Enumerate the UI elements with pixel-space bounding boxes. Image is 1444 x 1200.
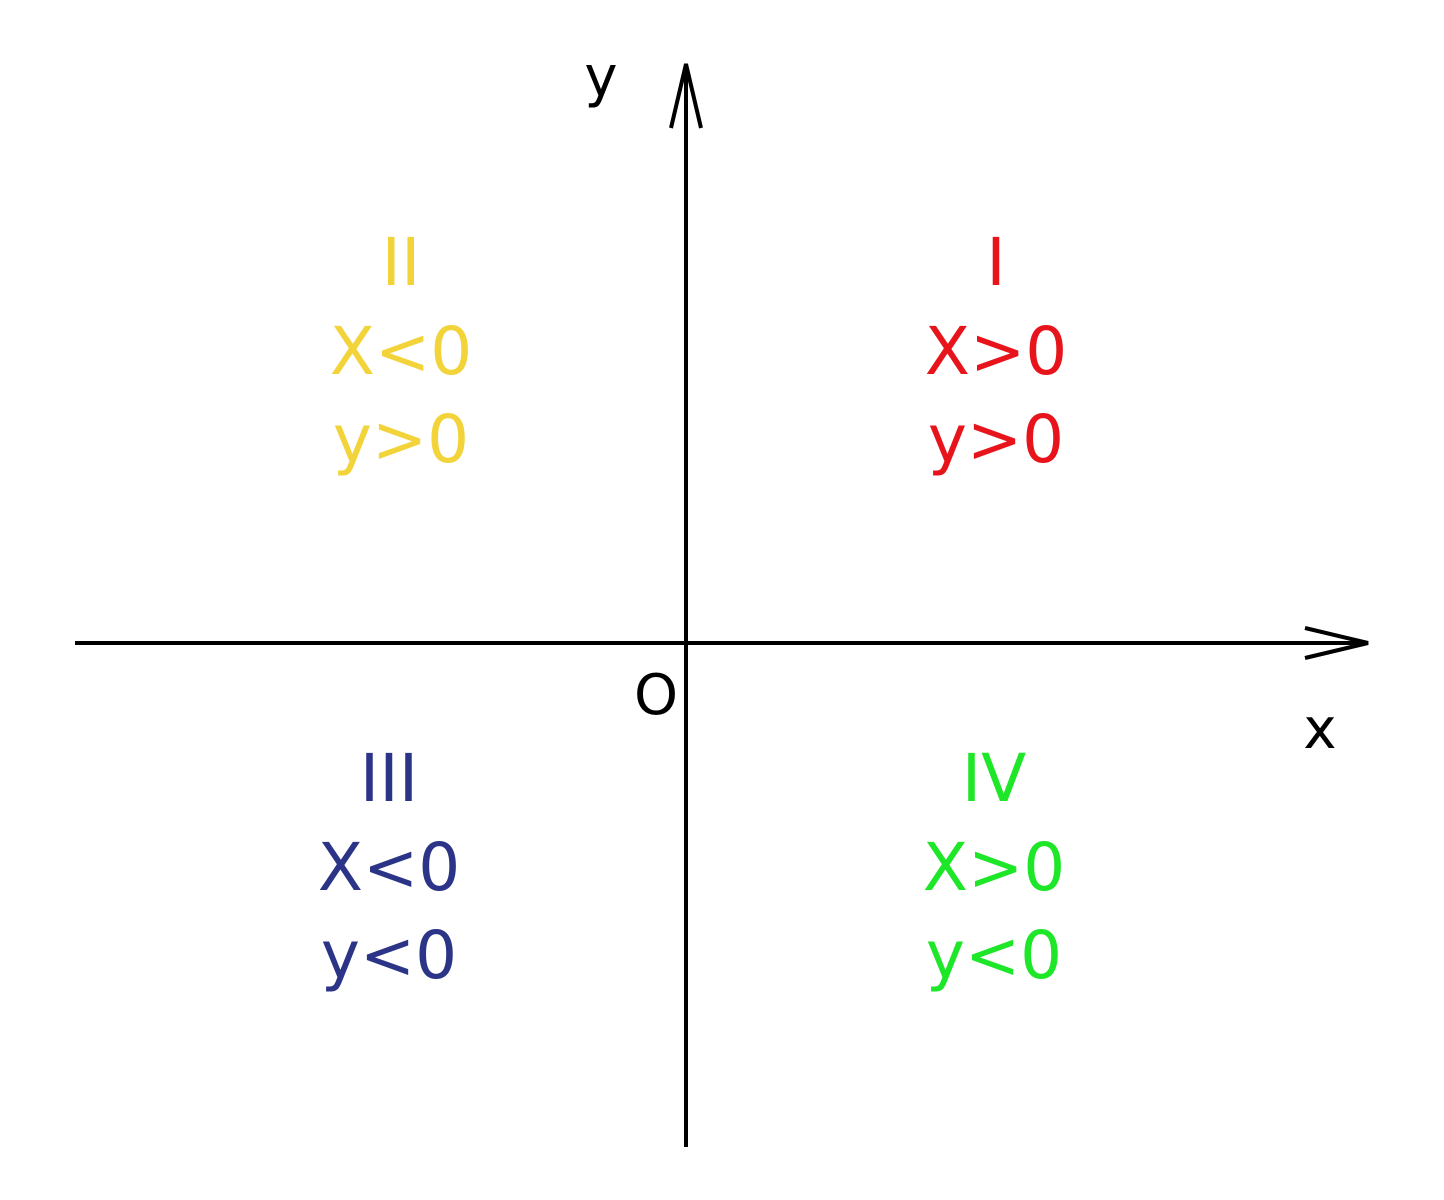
quadrant-ii-y-condition: y>0 xyxy=(333,401,469,478)
quadrant-i: I X>0 y>0 xyxy=(925,224,1068,478)
y-axis-arrowhead xyxy=(669,63,703,129)
quadrant-iv-x-condition: X>0 xyxy=(923,829,1066,906)
quadrant-i-y-condition: y>0 xyxy=(928,401,1064,478)
y-axis-label: y xyxy=(584,45,617,110)
quadrant-ii-numeral: II xyxy=(382,224,421,301)
quadrant-iv-numeral: IV xyxy=(962,740,1027,817)
origin-label: O xyxy=(634,663,678,728)
x-axis-arrowhead xyxy=(1304,626,1369,660)
quadrant-iii-x-condition: X<0 xyxy=(318,829,461,906)
quadrant-i-numeral: I xyxy=(986,224,1005,301)
quadrant-i-x-condition: X>0 xyxy=(925,313,1068,390)
axes xyxy=(75,63,1369,1147)
quadrant-iv: IV X>0 y<0 xyxy=(923,740,1066,994)
quadrant-iii: III X<0 y<0 xyxy=(318,740,461,994)
quadrant-iv-y-condition: y<0 xyxy=(926,917,1062,994)
quadrant-iii-numeral: III xyxy=(360,740,418,817)
quadrant-ii-x-condition: X<0 xyxy=(330,313,473,390)
x-axis-label: x xyxy=(1303,697,1336,762)
quadrant-iii-y-condition: y<0 xyxy=(321,917,457,994)
quadrant-ii: II X<0 y>0 xyxy=(330,224,473,478)
